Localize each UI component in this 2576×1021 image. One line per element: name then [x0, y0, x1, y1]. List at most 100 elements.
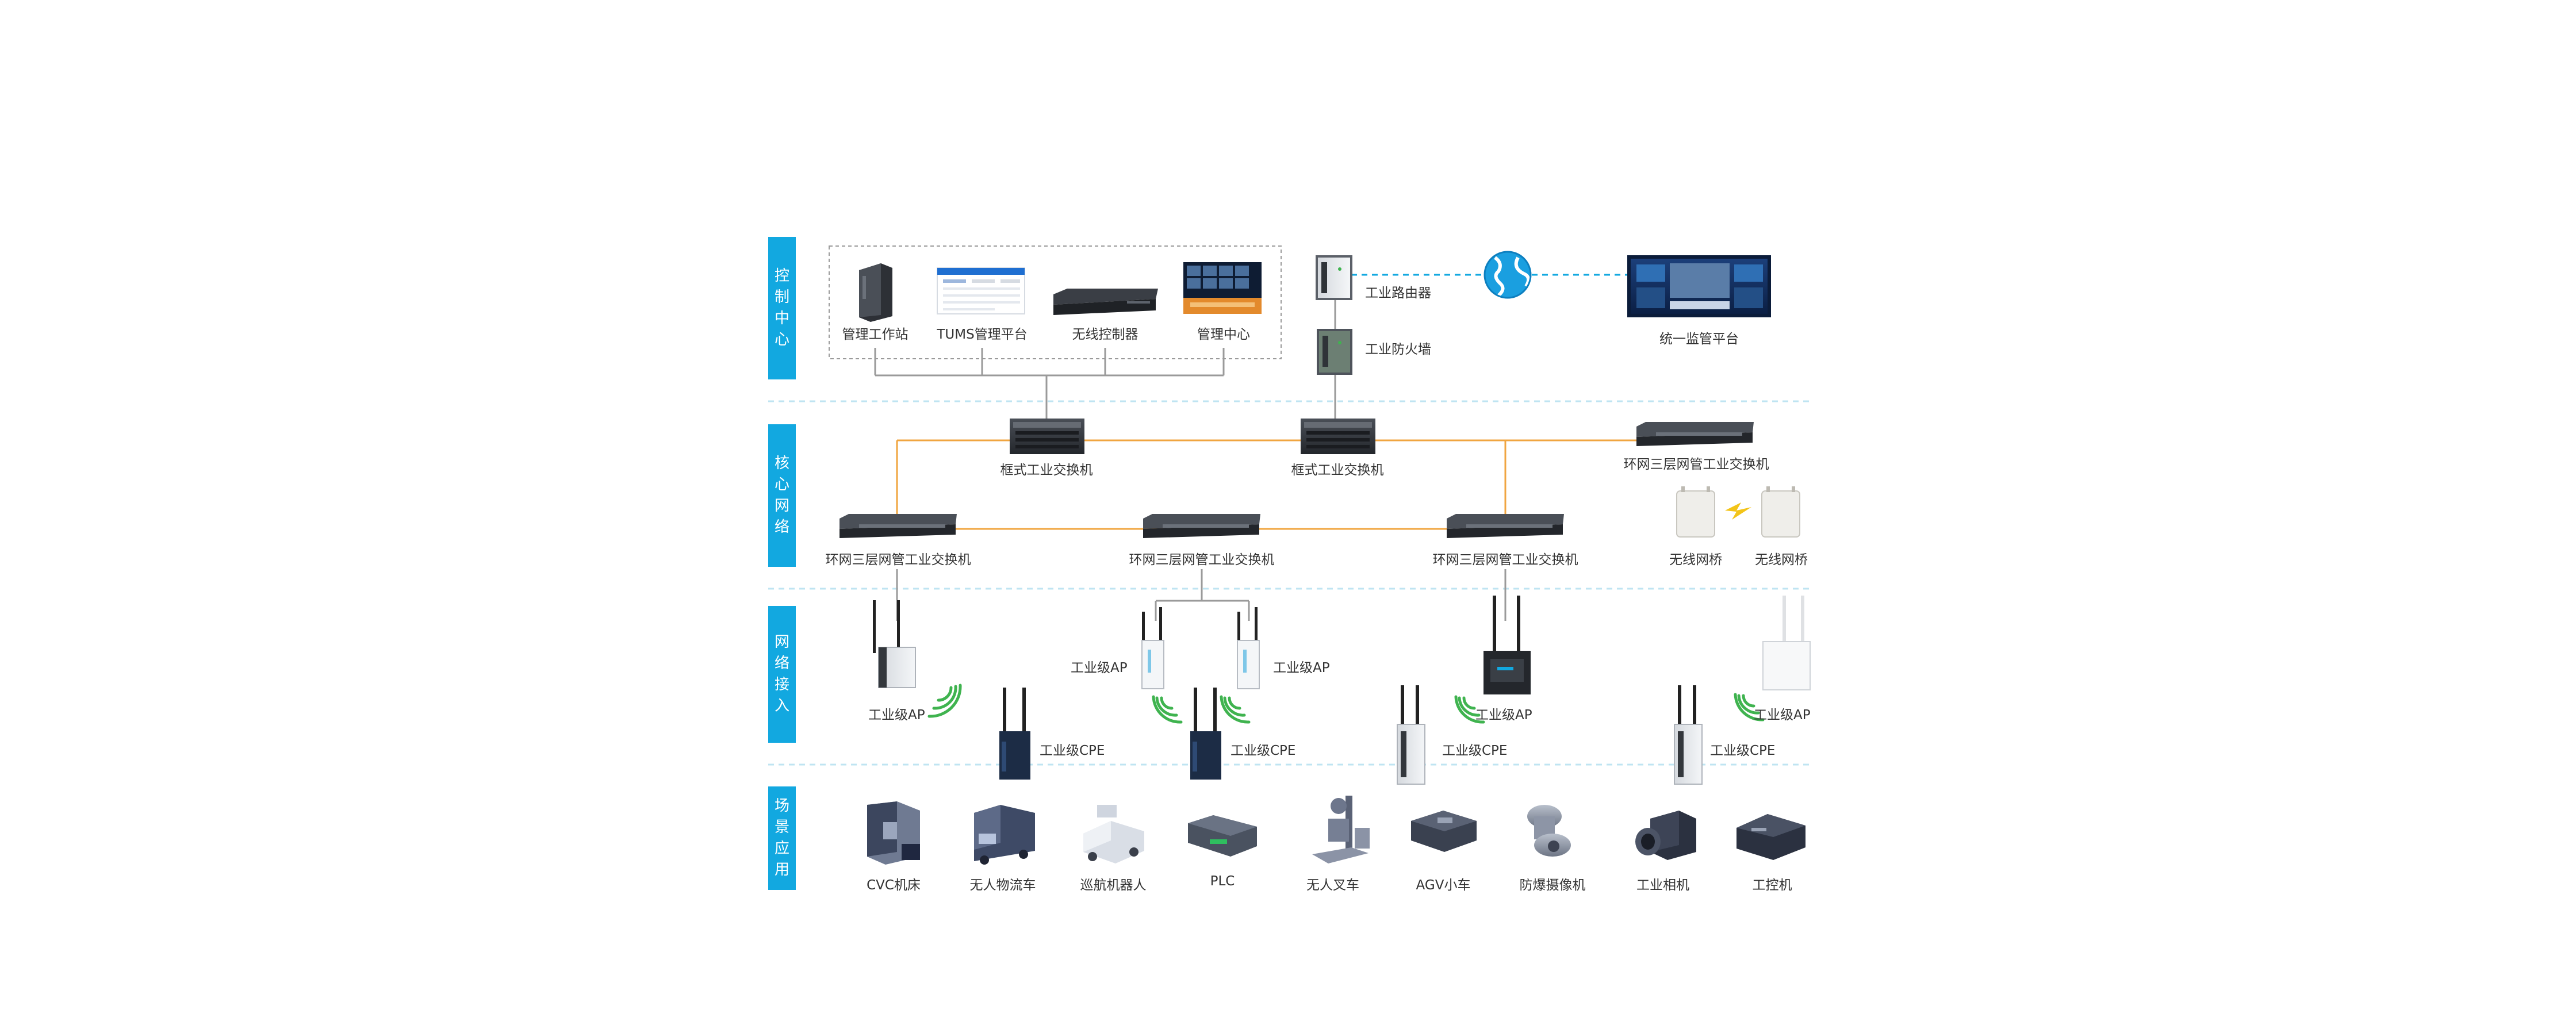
label-cpe-4: 工业级CPE: [1710, 743, 1776, 758]
control-center-group-box: [829, 245, 1282, 359]
wifi-signal-ap-5: [1734, 693, 1765, 721]
label-scene-industrial-camera: 工业相机: [1636, 878, 1689, 893]
cpe-3-icon: [1397, 685, 1425, 785]
wireless-bridge-1-icon: [1676, 486, 1715, 538]
label-cpe-2: 工业级CPE: [1230, 743, 1296, 758]
cvc-machine-icon: [867, 801, 920, 865]
section-scene-char: 景: [774, 819, 789, 836]
label-ap-1: 工业级AP: [868, 708, 925, 723]
label-chassis-switch-2: 框式工业交换机: [1291, 463, 1384, 478]
globe-icon: [1483, 251, 1532, 299]
driverless-forklift-icon: [1312, 796, 1370, 863]
wireless-controller-icon: [1053, 289, 1158, 315]
label-ring-switch-top: 环网三层网管工业交换机: [1623, 457, 1769, 472]
label-scene-logistics-vehicle: 无人物流车: [969, 878, 1036, 893]
ap-2-icon: [1141, 607, 1164, 689]
label-cpe-1: 工业级CPE: [1040, 743, 1105, 758]
ap-4-icon: [1483, 596, 1531, 694]
ring-switch-right-icon: [1447, 514, 1564, 538]
label-monitor-platform: 统一监管平台: [1659, 332, 1739, 347]
label-ring-switch-right: 环网三层网管工业交换机: [1432, 552, 1578, 567]
industrial-camera-icon: [1635, 811, 1696, 860]
driverless-logistics-vehicle-icon: [974, 805, 1035, 865]
label-scene-explosion-proof-camera: 防爆摄像机: [1519, 878, 1586, 893]
explosion-proof-camera-icon: [1527, 805, 1571, 857]
section-access-char: 接: [774, 676, 789, 693]
ap-1-icon: [873, 600, 916, 688]
agv-cart-icon: [1411, 811, 1477, 852]
chassis-switch-2-icon: [1301, 419, 1375, 454]
section-access-char: 络: [774, 655, 789, 672]
label-workstation: 管理工作站: [842, 327, 908, 342]
label-scene-forklift: 无人叉车: [1306, 878, 1359, 893]
label-chassis-switch-1: 框式工业交换机: [1000, 463, 1093, 478]
section-control-char: 制: [774, 289, 789, 306]
label-scene-agv: AGV小车: [1416, 878, 1471, 893]
label-ring-switch-left: 环网三层网管工业交换机: [825, 552, 971, 567]
section-access-char: 入: [774, 697, 789, 715]
label-management-center: 管理中心: [1197, 327, 1250, 342]
section-core-char: 核: [774, 455, 789, 472]
section-core-char: 网: [774, 497, 789, 515]
label-ap-4: 工业级AP: [1475, 708, 1532, 723]
section-core-char: 心: [774, 476, 789, 493]
section-scene-char: 场: [774, 797, 789, 815]
section-dividers: [768, 400, 1810, 766]
label-wireless-bridge-1: 无线网桥: [1669, 552, 1722, 567]
plc-icon: [1188, 815, 1257, 857]
section-scene-char: 应: [774, 840, 789, 857]
lightning-icon: [1725, 502, 1751, 520]
ring-switch-mid-icon: [1143, 514, 1260, 538]
section-core-network: 核 心 网 络: [768, 424, 796, 567]
label-scene-cvc-machine: CVC机床: [867, 878, 921, 893]
section-scene-char: 用: [774, 861, 789, 878]
wifi-signal-ap-4: [1454, 695, 1485, 724]
patrol-robot-icon: [1083, 805, 1144, 863]
label-industrial-firewall: 工业防火墙: [1365, 342, 1431, 357]
workstation-icon: [859, 263, 892, 322]
ring-switch-left-icon: [839, 514, 957, 538]
wifi-signal-ap-2: [1152, 695, 1183, 724]
access-links: [896, 569, 1506, 621]
label-industrial-router: 工业路由器: [1365, 286, 1431, 301]
chassis-switch-1-icon: [1010, 419, 1084, 454]
label-ap-5: 工业级AP: [1754, 708, 1811, 723]
industrial-router-icon: [1316, 255, 1352, 300]
label-scene-patrol-robot: 巡航机器人: [1080, 878, 1147, 893]
wifi-signal-ap-3: [1220, 695, 1251, 724]
section-network-access: 网 络 接 入: [768, 606, 796, 743]
ap-5-icon: [1762, 596, 1811, 690]
section-access-char: 网: [774, 634, 789, 651]
label-ap-2: 工业级AP: [1071, 661, 1128, 675]
industrial-firewall-icon: [1317, 329, 1352, 375]
label-cpe-3: 工业级CPE: [1442, 743, 1508, 758]
cpe-1-icon: [999, 688, 1030, 780]
cpe-4-icon: [1674, 685, 1703, 785]
ring-switch-top-icon: [1636, 422, 1754, 446]
label-wireless-bridge-2: 无线网桥: [1755, 552, 1808, 567]
wireless-bridge-2-icon: [1761, 486, 1800, 538]
tums-platform-icon: [937, 267, 1025, 314]
monitor-platform-icon: [1627, 255, 1771, 317]
label-scene-industrial-pc: 工控机: [1752, 878, 1792, 893]
wifi-signal-ap-1: [927, 684, 962, 718]
control-center-links: [874, 348, 1225, 419]
label-tums-platform: TUMS管理平台: [937, 327, 1028, 342]
section-control-char: 心: [774, 331, 789, 348]
label-ap-3: 工业级AP: [1273, 661, 1330, 675]
section-control-char: 中: [774, 310, 789, 327]
label-ring-switch-mid: 环网三层网管工业交换机: [1129, 552, 1275, 567]
section-scene-application: 场 景 应 用: [768, 786, 796, 890]
management-center-icon: [1183, 262, 1262, 314]
label-wireless-controller: 无线控制器: [1072, 327, 1138, 342]
label-scene-plc: PLC: [1210, 874, 1235, 889]
cpe-2-icon: [1190, 688, 1221, 780]
ap-3-icon: [1237, 607, 1260, 689]
wifi-signal-icon: [927, 684, 1765, 724]
section-control-char: 控: [774, 267, 789, 285]
section-core-char: 络: [774, 519, 789, 536]
section-control-center: 控 制 中 心: [768, 237, 796, 379]
industrial-pc-icon: [1736, 814, 1805, 860]
